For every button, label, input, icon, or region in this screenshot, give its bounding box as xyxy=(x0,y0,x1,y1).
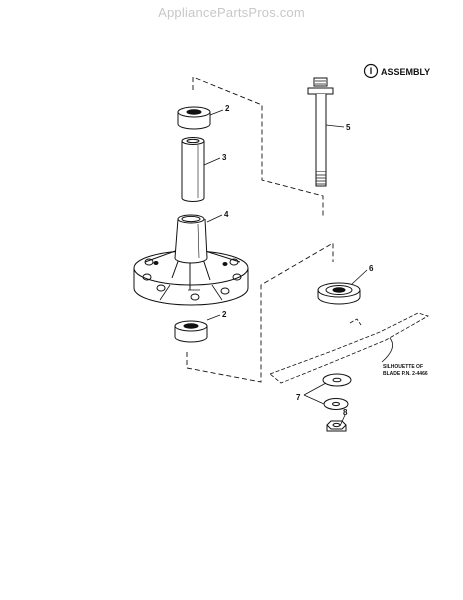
assembly-circle-icon xyxy=(363,63,379,79)
callout-2-top: 2 xyxy=(225,104,230,113)
spindle-housing xyxy=(133,214,249,306)
blade-note-line1: SILHOUETTE OF xyxy=(383,364,423,370)
hex-nut xyxy=(326,420,347,432)
leader-lines xyxy=(203,109,394,427)
spacer-bottom xyxy=(174,320,208,343)
assembly-marker xyxy=(363,63,379,79)
pulley xyxy=(317,282,361,305)
blade-silhouette xyxy=(269,312,430,384)
spacer-top xyxy=(177,106,211,130)
washer-upper xyxy=(322,373,352,387)
assembly-label: ASSEMBLY xyxy=(381,67,430,77)
assembly-symbol: I xyxy=(370,66,373,76)
callout-3: 3 xyxy=(222,153,227,162)
callout-7: 7 xyxy=(296,393,301,402)
tube xyxy=(181,137,205,202)
callout-2-bottom: 2 xyxy=(222,310,227,319)
blade-note-line2: BLADE P.N. 2-4466 xyxy=(383,371,428,377)
callout-6: 6 xyxy=(369,264,374,273)
callout-4: 4 xyxy=(224,210,229,219)
callout-5: 5 xyxy=(346,123,351,132)
spindle-bolt xyxy=(307,77,334,187)
site-watermark: AppliancePartsPros.com xyxy=(158,5,305,20)
callout-8: 8 xyxy=(343,408,348,417)
assembly-guide-lines xyxy=(186,76,334,383)
